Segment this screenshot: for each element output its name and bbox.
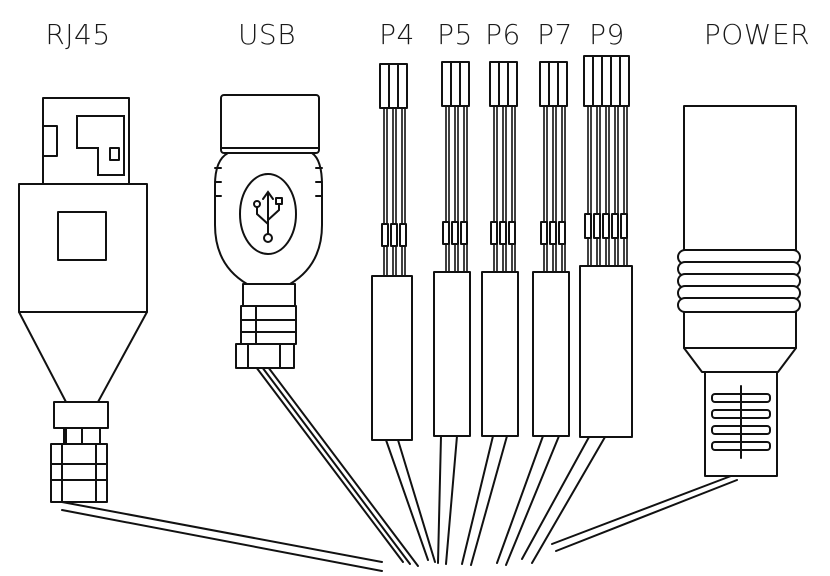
label-rj45: RJ45	[45, 18, 110, 51]
p5-connector	[433, 61, 471, 437]
label-p7: P7	[537, 18, 573, 51]
p9-connector	[579, 55, 633, 438]
rj45-connector	[18, 97, 148, 503]
p6-connector	[481, 61, 519, 437]
usb-connector	[214, 94, 323, 369]
p4-connector	[371, 63, 413, 441]
usb-symbol-icon	[253, 190, 283, 243]
label-usb: USB	[238, 18, 296, 51]
label-p9: P9	[589, 18, 625, 51]
power-connector	[677, 105, 801, 477]
label-p5: P5	[437, 18, 473, 51]
cable-bundle	[61, 366, 738, 572]
p7-connector	[532, 61, 570, 437]
label-p4: P4	[379, 18, 415, 51]
label-power: POWER	[704, 18, 810, 51]
label-p6: P6	[485, 18, 521, 51]
